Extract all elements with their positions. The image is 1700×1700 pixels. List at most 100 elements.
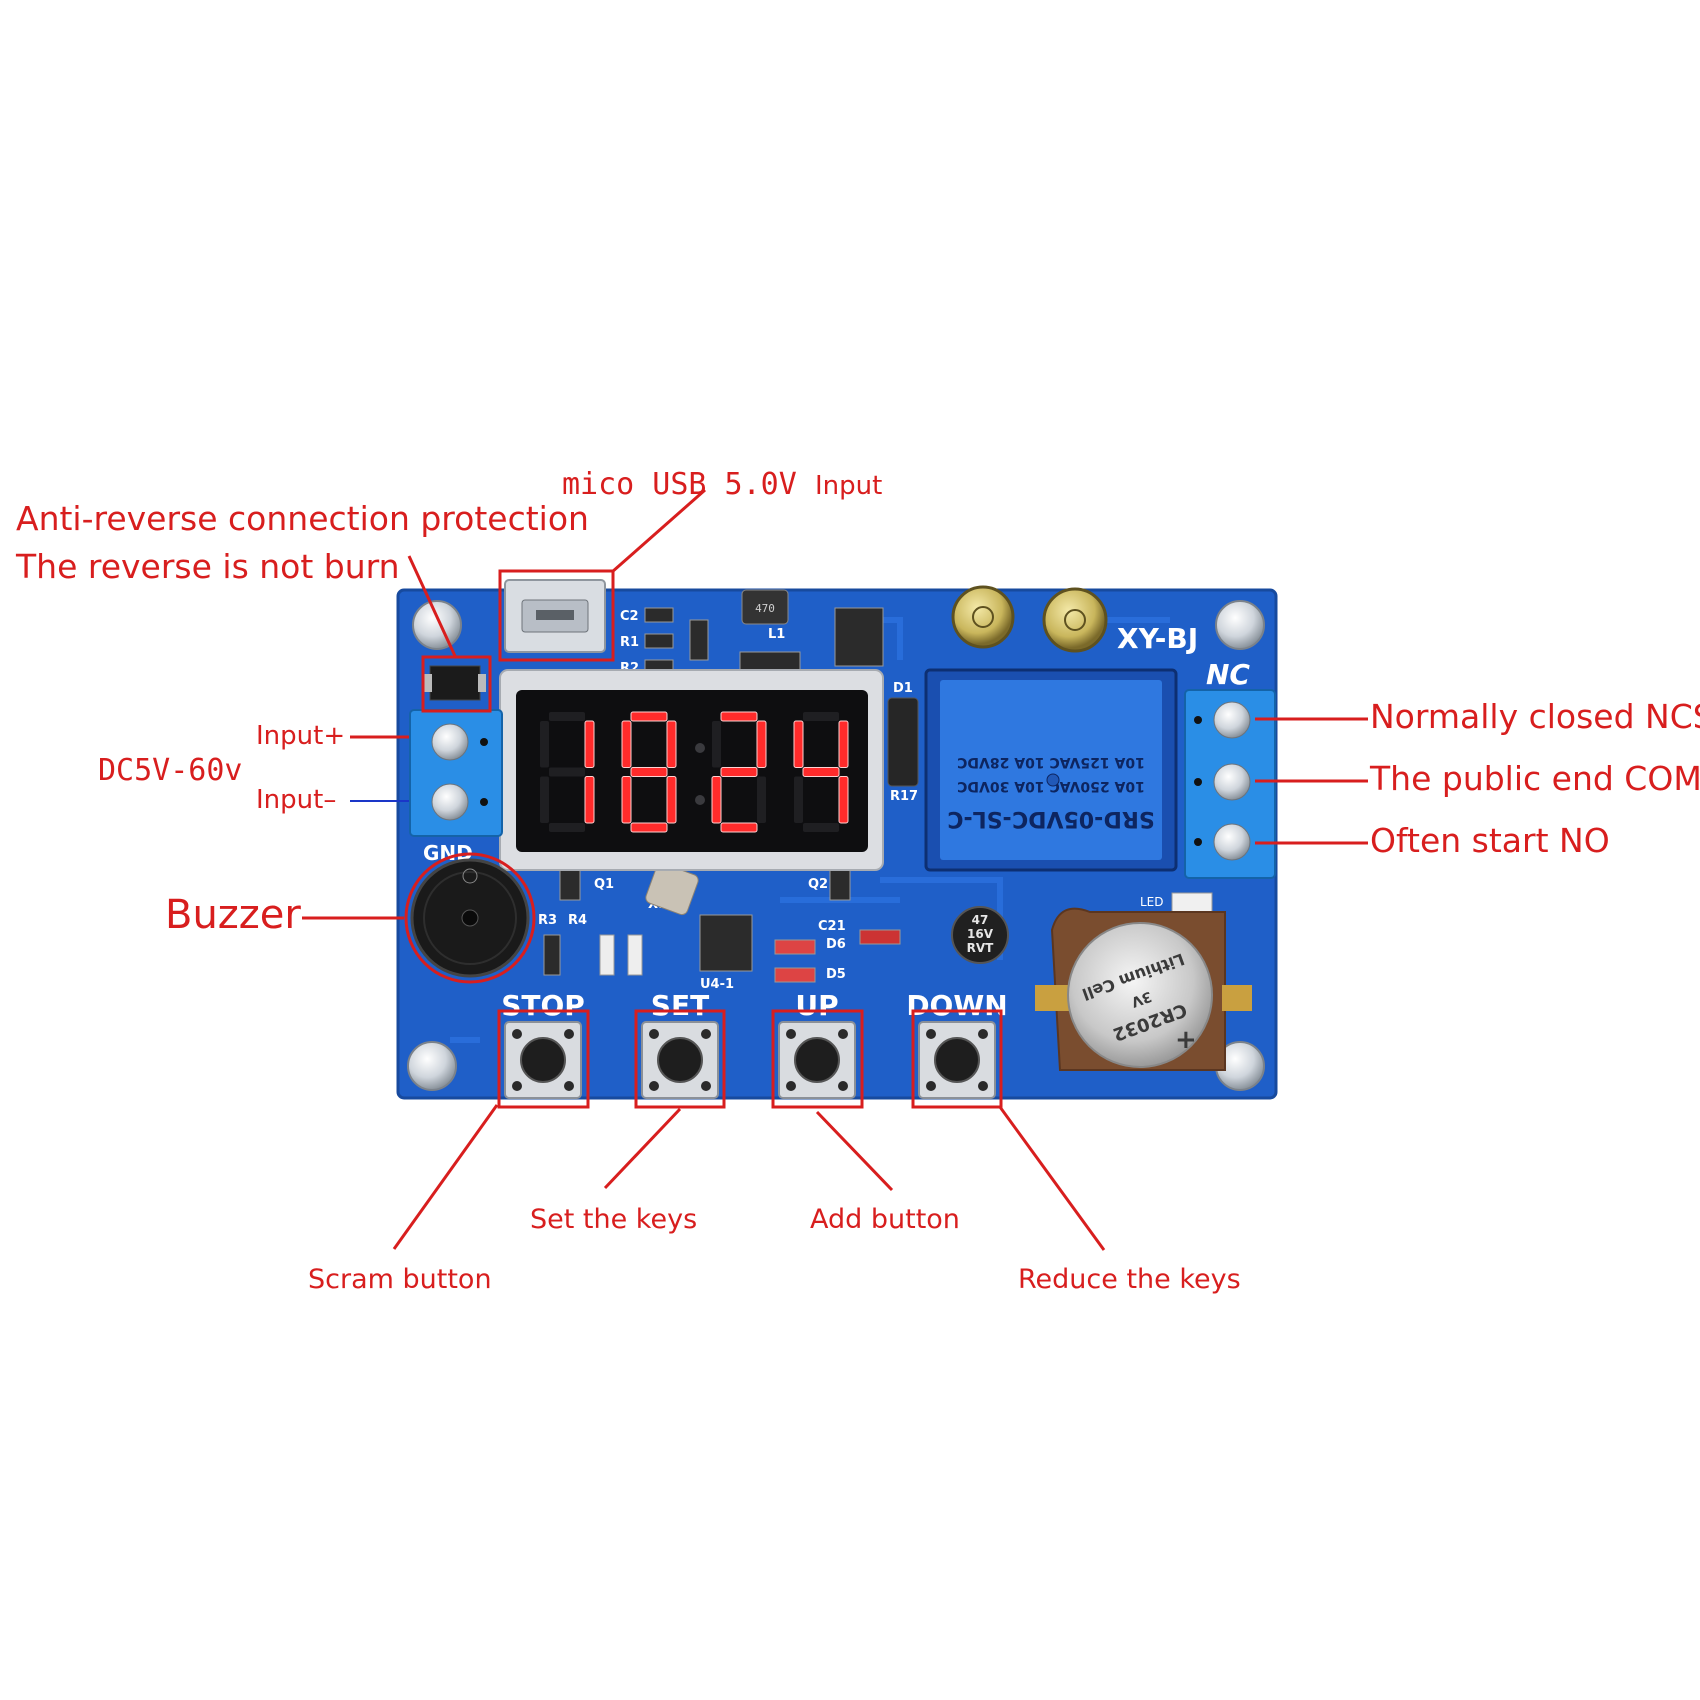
display-segment (794, 776, 803, 823)
display-digits (540, 711, 849, 833)
relay: SRD-05VDC-SL-C 10A 250VAC 10A 30VDC 10A … (924, 668, 1178, 872)
button-pin (926, 1029, 936, 1039)
svg-text:470: 470 (755, 602, 775, 615)
stop-button[interactable]: STOP (501, 989, 585, 1099)
button-cap[interactable] (520, 1037, 566, 1083)
display-segment (838, 720, 849, 768)
display-segment (630, 767, 668, 777)
display-colon-dot (695, 743, 705, 753)
coin-battery: CR2032 3V Lithium Cell + (1035, 907, 1252, 1071)
display-segment (793, 720, 804, 768)
display-segment (666, 720, 677, 768)
component-label: D1 (893, 681, 913, 696)
status-led (1171, 892, 1213, 914)
leader-lines (302, 488, 1368, 1251)
protection-diode (424, 665, 486, 701)
button-pin (512, 1029, 522, 1039)
button-silkscreen: UP (795, 989, 838, 1022)
button-pin (838, 1029, 848, 1039)
display-segment (720, 767, 758, 777)
set-button[interactable]: SET (641, 989, 719, 1099)
button-pin (701, 1029, 711, 1039)
display-segment (838, 776, 849, 824)
input-minus-label: Input– (256, 785, 336, 815)
button-pin (512, 1081, 522, 1091)
button-pin (978, 1029, 988, 1039)
component-label: R17 (890, 789, 918, 804)
input-plus-label: Input+ (256, 721, 345, 751)
model-silkscreen: XY-BJ (1117, 622, 1198, 655)
up-button[interactable]: UP (778, 989, 856, 1099)
component-label: D6 (826, 937, 846, 952)
display-segment (630, 822, 668, 833)
button-cap[interactable] (657, 1037, 703, 1083)
display-segment (621, 776, 632, 824)
display-segment (549, 823, 585, 832)
electrolytic-capacitor (951, 585, 1108, 653)
component-label: L1 (768, 627, 785, 642)
display-segment (621, 720, 632, 768)
scram-label: Scram button (308, 1264, 492, 1295)
button-pin (978, 1081, 988, 1091)
component-label: R3 (538, 913, 557, 928)
component-label: Q1 (594, 877, 614, 892)
button-row: STOP SET UP DOWN (501, 989, 1008, 1099)
com-label: The public end COM (1369, 759, 1700, 798)
button-pin (838, 1081, 848, 1091)
set-label: Set the keys (530, 1204, 697, 1235)
buzzer-component (410, 858, 530, 978)
button-pin (649, 1029, 659, 1039)
nc-silkscreen: NC (1206, 658, 1250, 691)
display-segment (630, 711, 668, 722)
button-pin (786, 1029, 796, 1039)
down-button[interactable]: DOWN (906, 989, 1008, 1099)
button-pin (701, 1081, 711, 1091)
buzzer-label: Buzzer (165, 892, 301, 938)
svg-text:+: + (1175, 1025, 1197, 1055)
annotations: Anti-reverse connection protection The r… (15, 467, 1700, 1295)
button-pin (564, 1081, 574, 1091)
button-cap[interactable] (794, 1037, 840, 1083)
button-cap[interactable] (934, 1037, 980, 1083)
pcb-board: C2 R1 R2 L1 D1 R17 Q1 X1 Q2 R3 R4 C21 D6… (396, 579, 1278, 1100)
display-segment (803, 823, 839, 832)
small-capacitor: 47 16V RVT (951, 906, 1009, 964)
display-segment (540, 721, 549, 768)
display-segment (802, 767, 840, 777)
led-display (499, 669, 884, 871)
relay-label: 10A 125VAC 10A 28VDC (957, 754, 1145, 770)
display-segment (720, 711, 758, 722)
button-pin (786, 1081, 796, 1091)
svg-text:47: 47 (972, 913, 989, 927)
display-segment (584, 720, 595, 768)
button-silkscreen: DOWN (906, 989, 1007, 1022)
component-label: C21 (818, 919, 846, 934)
highlight-boxes (404, 569, 1003, 1109)
component-label: R1 (620, 635, 639, 650)
input-terminal-block (409, 709, 503, 837)
display-segment (756, 720, 767, 768)
display-segment (720, 822, 758, 833)
button-pin (649, 1081, 659, 1091)
button-pin (926, 1081, 936, 1091)
display-segment (540, 776, 549, 823)
component-label: U4-1 (700, 977, 734, 992)
button-pin (564, 1029, 574, 1039)
button-silkscreen: SET (651, 989, 709, 1022)
led-silkscreen: LED (1140, 895, 1164, 909)
display-segment (549, 767, 585, 777)
usb-label: mico USB 5.0V (562, 467, 797, 502)
component-label: C2 (620, 609, 639, 624)
relay-label: SRD-05VDC-SL-C (947, 806, 1154, 831)
display-segment (666, 776, 677, 824)
display-segment (803, 712, 839, 721)
nc-label: Normally closed NCS (1370, 697, 1700, 736)
anti-reverse-title: Anti-reverse connection protection (16, 499, 589, 538)
no-label: Often start NO (1370, 821, 1610, 860)
display-segment (712, 721, 721, 768)
svg-text:16V: 16V (967, 927, 994, 941)
reduce-label: Reduce the keys (1018, 1264, 1241, 1295)
usb-input-label: Input (815, 471, 882, 501)
component-label: Q2 (808, 877, 828, 892)
